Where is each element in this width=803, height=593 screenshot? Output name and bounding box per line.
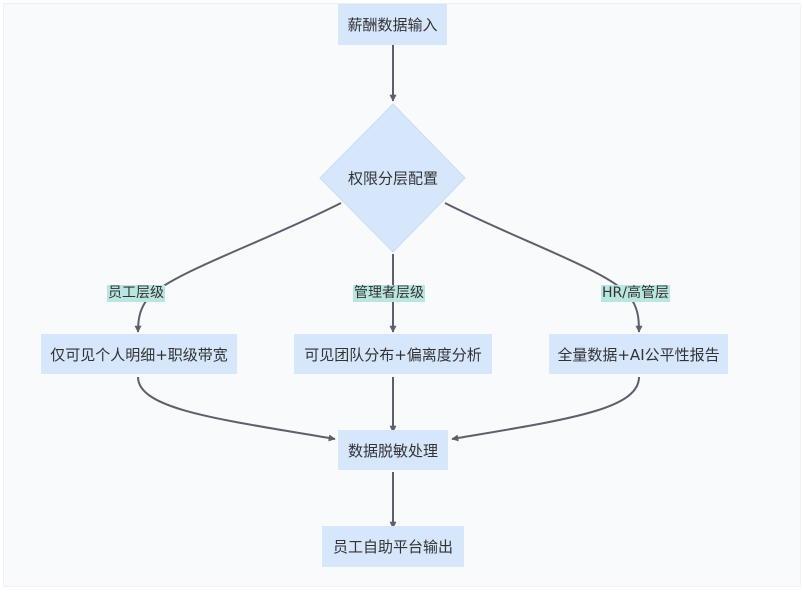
flowchart-edges <box>134 45 643 529</box>
node-manager-view[interactable]: 可见团队分布+偏离度分析 <box>294 334 492 374</box>
node-hr-view[interactable]: 全量数据+AI公平性报告 <box>549 334 728 374</box>
edge-decision-to-employee <box>134 202 342 333</box>
edge-label-employee-level: 员工层级 <box>107 285 165 302</box>
node-self-service-output[interactable]: 员工自助平台输出 <box>322 526 464 567</box>
edge-hr-to-desensitize <box>451 376 640 442</box>
node-salary-input[interactable]: 薪酬数据输入 <box>338 4 447 45</box>
edge-label-hr-executive-level: HR/高管层 <box>601 285 670 302</box>
node-permission-config-label: 权限分层配置 <box>347 169 439 188</box>
edge-employee-to-desensitize <box>137 376 336 442</box>
edge-label-manager-level: 管理者层级 <box>353 285 425 302</box>
node-employee-view[interactable]: 仅可见个人明细+职级带宽 <box>41 334 237 374</box>
edge-decision-to-hr <box>444 202 643 333</box>
node-data-desensitize[interactable]: 数据脱敏处理 <box>338 430 448 470</box>
decision-diamond[interactable] <box>319 103 466 253</box>
flowchart-canvas: 薪酬数据输入 权限分层配置 员工层级 管理者层级 HR/高管层 仅可见个人明细+… <box>3 3 801 587</box>
